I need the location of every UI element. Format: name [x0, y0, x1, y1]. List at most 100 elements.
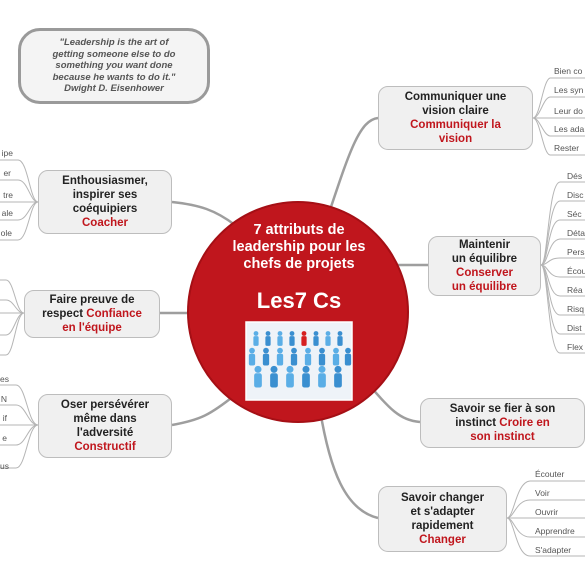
- leaf-changer[interactable]: Ouvrir: [535, 507, 559, 517]
- person-figure: [254, 373, 262, 388]
- person-figure: [263, 347, 269, 354]
- branch-keyword: Changer: [419, 534, 466, 546]
- branch-line: Oser persévérer: [60, 399, 150, 411]
- person-figure: [334, 373, 342, 388]
- branch-communiquer[interactable]: Communiquer une vision claire Communique…: [378, 86, 533, 150]
- eisenhower-quote: "Leadership is the art of getting someon…: [18, 28, 210, 104]
- branch-line: même dans: [73, 413, 137, 425]
- branch-line: et s'adapter: [410, 506, 475, 518]
- center-title-line: 7 attributs de: [253, 222, 345, 238]
- person-figure: [337, 331, 343, 336]
- branch-instinct[interactable]: Savoir se fier à son instinct Croire en …: [420, 398, 585, 448]
- leaf-coacher[interactable]: ipe: [1, 148, 13, 158]
- person-figure: [265, 331, 271, 336]
- branch-line: vision claire: [422, 105, 489, 117]
- person-figure: [253, 336, 259, 346]
- person-figure: [254, 365, 262, 373]
- person-figure: [332, 353, 340, 366]
- branch-line: Maintenir: [458, 239, 511, 251]
- leaf-constructif[interactable]: e: [2, 433, 7, 443]
- leaf-changer[interactable]: Voir: [535, 488, 550, 498]
- branch-keyword: Coacher: [81, 217, 129, 229]
- person-figure: [277, 347, 283, 354]
- leaf-coacher[interactable]: er: [3, 168, 11, 178]
- person-figure: [344, 353, 352, 366]
- leaf-equilibre[interactable]: Risq: [567, 304, 585, 314]
- branch-changer[interactable]: Savoir changer et s'adapter rapidement C…: [378, 486, 507, 552]
- branch-coacher[interactable]: Enthousiasmer, inspirer ses coéquipiers …: [38, 170, 172, 234]
- connector-communiquer: [328, 116, 379, 211]
- leaf-equilibre[interactable]: Pers: [567, 247, 585, 257]
- person-figure: [276, 353, 284, 366]
- leaf-communiquer[interactable]: Rester: [554, 143, 580, 153]
- leaf-equilibre[interactable]: Séc: [567, 209, 582, 219]
- leaf-communiquer[interactable]: Les syn: [554, 85, 584, 95]
- person-figure: [302, 373, 310, 388]
- leaf-equilibre[interactable]: Dist: [567, 323, 582, 333]
- leaf-equilibre[interactable]: Réa: [567, 285, 583, 295]
- leaf-communiquer[interactable]: Les ada: [554, 124, 585, 134]
- branch-keyword: vision: [438, 133, 473, 145]
- person-figure: [277, 336, 283, 346]
- branch-line: Communiquer une: [404, 91, 507, 103]
- person-figure: [291, 347, 297, 354]
- person-figure: [277, 331, 283, 336]
- branch-equilibre[interactable]: Maintenir un équilibre Conserver un équi…: [428, 236, 541, 296]
- person-figure: [253, 331, 259, 336]
- person-figure: [249, 347, 255, 354]
- branch-line: inspirer ses: [72, 189, 138, 201]
- branch-line: Enthousiasmer,: [62, 175, 148, 187]
- person-figure: [262, 353, 270, 366]
- branch-line: rapidement: [411, 520, 474, 532]
- branch-keyword: Conserver: [456, 267, 513, 279]
- branch-confiance[interactable]: Faire preuve de respect Confiance en l'é…: [24, 290, 160, 338]
- person-figure: [270, 365, 278, 373]
- branch-keyword: en l'équipe: [62, 322, 122, 334]
- branch-line: respect: [42, 308, 84, 320]
- branch-keyword: Confiance: [86, 308, 142, 320]
- branch-constructif[interactable]: Oser persévérer même dans l'adversité Co…: [38, 394, 172, 458]
- quote-line: "Leadership is the art of: [59, 37, 169, 49]
- center-big-title: Les7 Cs: [256, 288, 342, 313]
- branch-keyword: Croire en: [499, 417, 550, 429]
- quote-line: getting someone else to do: [52, 48, 176, 60]
- leaf-coacher[interactable]: tre: [3, 190, 13, 200]
- person-figure: [337, 336, 343, 346]
- leaf-constructif[interactable]: us: [0, 461, 9, 471]
- person-figure: [301, 331, 307, 336]
- person-figure: [305, 347, 311, 354]
- leaf-equilibre[interactable]: Écou: [567, 266, 585, 276]
- person-figure: [333, 347, 339, 354]
- leaf-equilibre[interactable]: Déta: [567, 228, 585, 238]
- leaf-changer[interactable]: S'adapter: [535, 545, 572, 555]
- leaf-coacher[interactable]: ale: [1, 208, 13, 218]
- person-figure: [304, 353, 312, 366]
- leaf-equilibre[interactable]: Flex: [567, 342, 584, 352]
- leaf-changer[interactable]: Apprendre: [535, 526, 575, 536]
- person-figure: [319, 347, 325, 354]
- person-figure: [302, 365, 310, 373]
- leaf-coacher[interactable]: ole: [0, 228, 12, 238]
- leaf-equilibre[interactable]: Disc: [567, 190, 584, 200]
- branch-keyword: Communiquer la: [410, 119, 501, 131]
- leaf-equilibre[interactable]: Dés: [567, 171, 583, 181]
- leaf-constructif[interactable]: es: [0, 374, 9, 384]
- leaf-communiquer[interactable]: Bien co: [554, 66, 583, 76]
- branch-line: l'adversité: [76, 427, 134, 439]
- leaf-constructif[interactable]: N: [0, 394, 7, 404]
- leaf-constructif[interactable]: if: [2, 413, 7, 423]
- person-figure: [248, 353, 256, 366]
- branch-keyword: Constructif: [74, 441, 136, 453]
- connector-coacher: [171, 200, 236, 227]
- branch-keyword: un équilibre: [451, 281, 518, 293]
- leaf-changer[interactable]: Écouter: [535, 469, 565, 479]
- quote-author: Dwight D. Eisenhower: [64, 83, 164, 95]
- person-figure: [334, 365, 342, 373]
- leaf-communiquer[interactable]: Leur do: [554, 106, 583, 116]
- person-figure: [318, 373, 326, 388]
- branch-line: Savoir se fier à son: [449, 403, 556, 415]
- person-figure: [318, 353, 326, 366]
- person-figure: [301, 336, 307, 346]
- person-figure: [289, 331, 295, 336]
